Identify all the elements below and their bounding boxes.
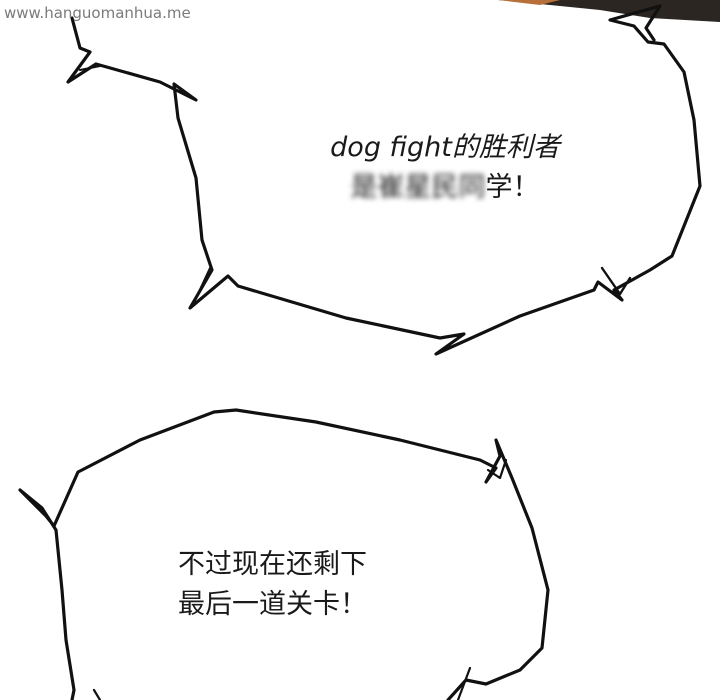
speech-bubble-bottom — [18, 408, 550, 700]
dialogue-top: dog fight的胜利者 是崔星民同学！ — [300, 128, 590, 208]
dialogue-top-line-2: 是崔星民同学！ — [300, 168, 590, 208]
speech-bubble-top — [66, 4, 702, 356]
dialogue-bottom: 不过现在还剩下 最后一道关卡！ — [178, 545, 418, 625]
watermark-text: www.hanguomanhua.me — [4, 4, 191, 22]
redacted-name: 是崔星民同 — [350, 172, 486, 203]
dialogue-bottom-line-1: 不过现在还剩下 — [178, 549, 367, 580]
corner-figure — [498, 0, 720, 22]
dialogue-top-line-2-rest: 学！ — [485, 172, 540, 203]
dialogue-bottom-line-2: 最后一道关卡！ — [178, 589, 367, 620]
dialogue-top-line-1: dog fight的胜利者 — [330, 132, 560, 163]
